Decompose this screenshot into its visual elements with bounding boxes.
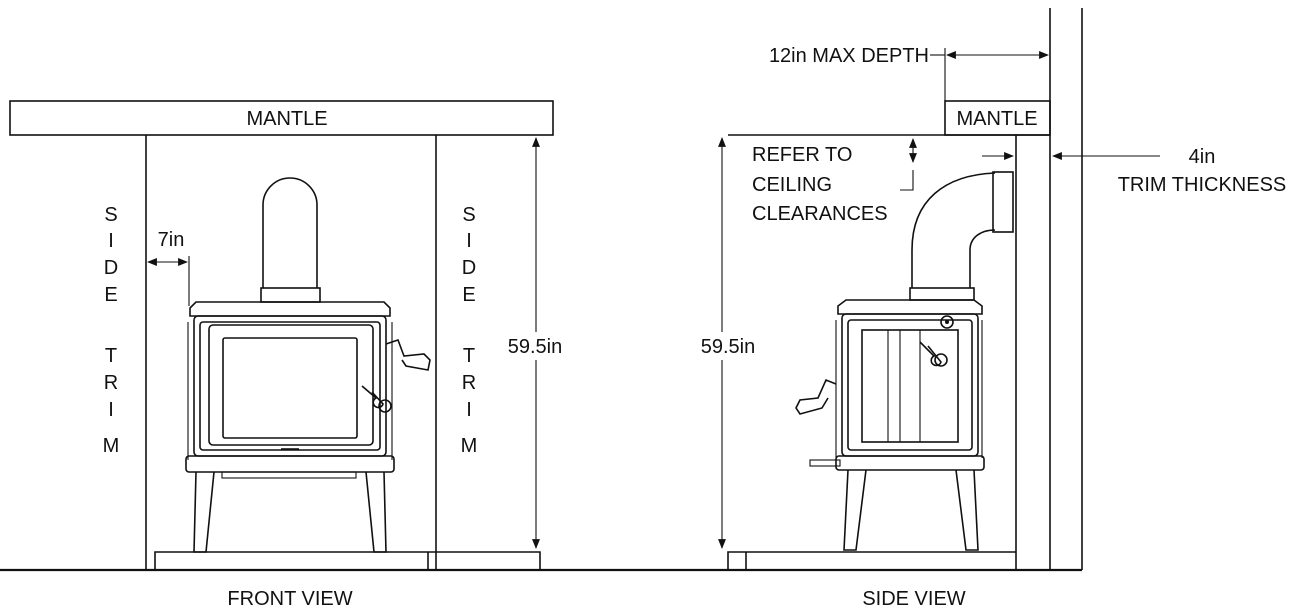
front-side-crank bbox=[385, 338, 431, 371]
right-trim-letter: E bbox=[462, 284, 475, 306]
side-height-label-bg bbox=[690, 332, 768, 360]
left-trim-letter: S bbox=[104, 204, 117, 226]
brand-mark: ▬▬▬ bbox=[281, 446, 299, 452]
side-clearance-label: 7in bbox=[158, 229, 185, 251]
side-view: MANTLE 12in MAX DEPTH REFER TO CEILING C… bbox=[690, 8, 1286, 610]
left-trim-letter: D bbox=[104, 257, 118, 279]
front-view: MANTLE S I D E T R I M S I D E T R I M bbox=[9, 100, 574, 610]
side-view-caption: SIDE VIEW bbox=[862, 588, 965, 610]
front-mantle-label: MANTLE bbox=[246, 108, 327, 130]
left-trim-letter: E bbox=[104, 284, 117, 306]
front-view-caption: FRONT VIEW bbox=[227, 588, 352, 610]
left-side-trim-label: S I D E T R I M bbox=[103, 204, 120, 457]
left-trim-letter: M bbox=[103, 435, 120, 457]
stove-side bbox=[795, 171, 1014, 551]
right-trim-letter: I bbox=[466, 399, 472, 421]
stove-front: ▬▬▬ bbox=[185, 177, 431, 553]
side-height-label: 59.5in bbox=[701, 336, 756, 358]
right-trim-letter: R bbox=[462, 372, 476, 394]
front-mantle bbox=[9, 100, 554, 136]
side-door-handle bbox=[919, 341, 942, 367]
front-hearth bbox=[154, 551, 541, 570]
right-trim-letter: M bbox=[461, 435, 478, 457]
left-trim-letter: R bbox=[104, 372, 118, 394]
front-height-label: 59.5in bbox=[508, 336, 563, 358]
left-trim-letter: T bbox=[105, 345, 117, 367]
front-door-handle bbox=[361, 385, 384, 409]
max-depth-label: 12in MAX DEPTH bbox=[769, 45, 929, 67]
right-side-trim-label: S I D E T R I M bbox=[461, 204, 478, 457]
ceiling-note-line-3: CLEARANCES bbox=[752, 203, 888, 225]
side-mantle bbox=[944, 100, 1051, 136]
ceiling-note-line-2: CEILING bbox=[752, 174, 832, 196]
side-hearth bbox=[727, 551, 1016, 570]
trim-thickness-label: TRIM THICKNESS bbox=[1118, 174, 1287, 196]
right-trim-letter: S bbox=[462, 204, 475, 226]
side-mantle-label: MANTLE bbox=[956, 108, 1037, 130]
right-trim-letter: I bbox=[466, 230, 472, 252]
trim-thickness-value: 4in bbox=[1189, 146, 1216, 168]
side-crank bbox=[795, 378, 837, 415]
right-trim-letter: T bbox=[463, 345, 475, 367]
front-height-label-bg bbox=[500, 332, 574, 360]
left-trim-letter: I bbox=[108, 399, 114, 421]
ceiling-note-line-1: REFER TO bbox=[752, 144, 852, 166]
right-trim-letter: D bbox=[462, 257, 476, 279]
ceiling-clearance-leader bbox=[900, 170, 914, 191]
left-trim-letter: I bbox=[108, 230, 114, 252]
